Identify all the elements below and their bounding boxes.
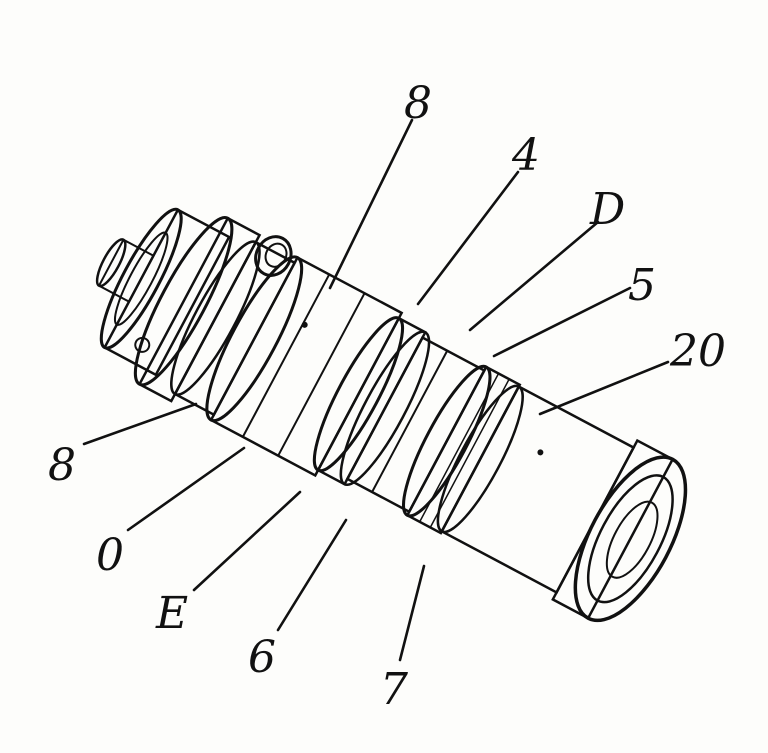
leader-d	[468, 220, 600, 332]
label-5: 5	[628, 260, 656, 311]
label-4: 4	[511, 130, 540, 181]
main-barrel	[205, 255, 404, 478]
label-0: 0	[96, 530, 124, 581]
label-7: 7	[380, 664, 408, 715]
leader-8-top	[328, 118, 414, 290]
label-8-left: 8	[48, 440, 76, 491]
leader-lines	[82, 118, 670, 662]
label-d: D	[589, 184, 625, 235]
rear-flange	[99, 207, 262, 403]
ring-band-1	[312, 316, 431, 487]
label-20: 20	[669, 326, 726, 377]
leader-7	[398, 564, 426, 662]
label-6: 6	[248, 632, 276, 683]
callout-labels: 8 4 D 5 20 8 0 E 6 7	[48, 78, 726, 715]
label-8-top: 8	[404, 78, 432, 129]
leader-20	[538, 360, 670, 416]
mid-barrel	[345, 335, 486, 514]
leader-5	[492, 286, 632, 358]
label-e: E	[155, 588, 188, 639]
front-barrel	[436, 384, 675, 620]
leader-6	[276, 518, 348, 632]
leader-4	[416, 170, 520, 306]
side-knob	[254, 235, 293, 277]
leader-e	[192, 490, 302, 592]
leader-8-left	[82, 402, 198, 446]
lens-body	[95, 207, 688, 623]
front-lens-element	[573, 455, 688, 623]
leader-0	[126, 446, 246, 532]
